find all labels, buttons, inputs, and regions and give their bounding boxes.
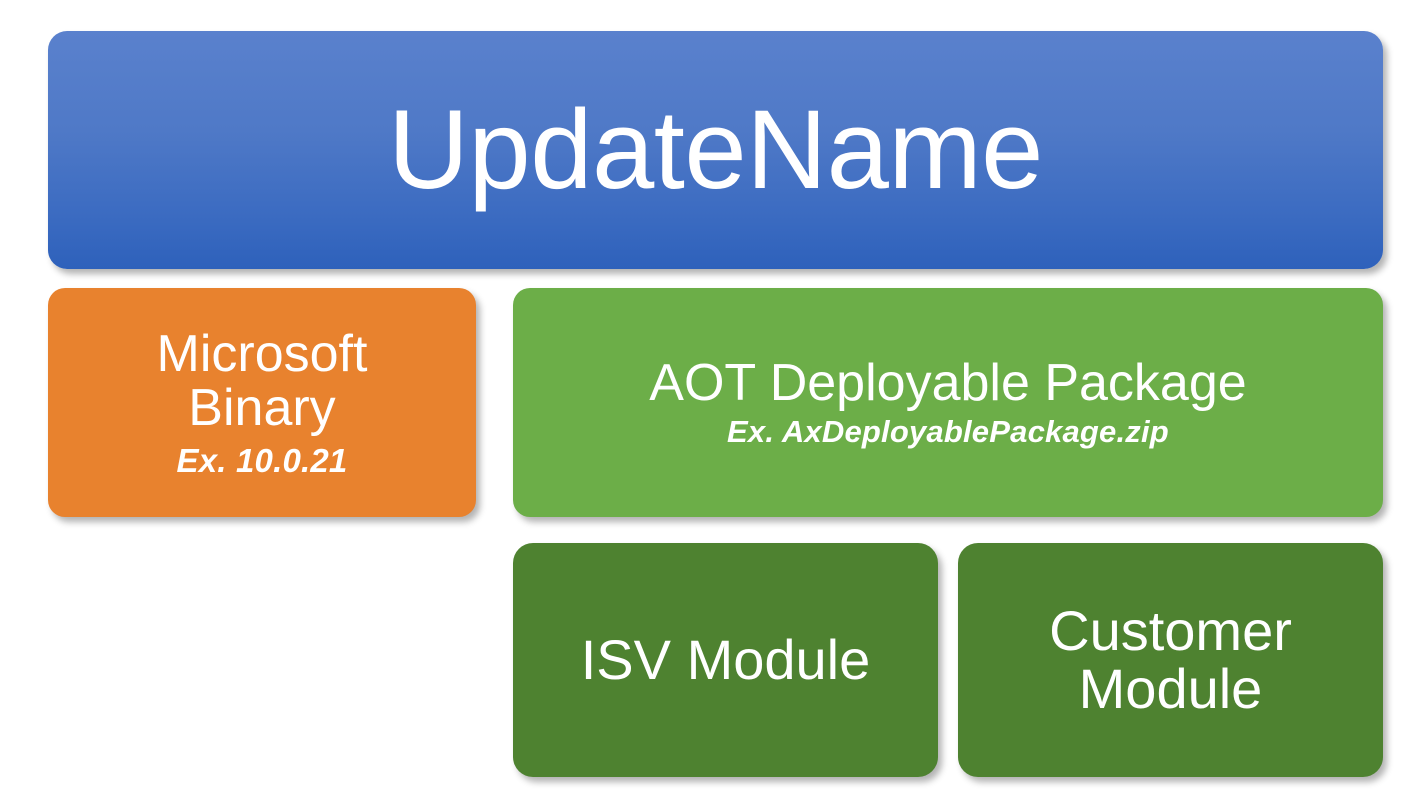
node-isv-module[interactable]: ISV Module — [513, 543, 938, 777]
node-microsoft-binary-label: Microsoft Binary — [156, 324, 368, 437]
node-customer-module-label: Customer Module — [1049, 598, 1292, 720]
node-isv-module-label: ISV Module — [580, 627, 871, 691]
node-aot-deployable-package-example: Ex. AxDeployablePackage.zip — [727, 414, 1169, 450]
node-update-name[interactable]: UpdateName — [48, 31, 1383, 269]
node-customer-module[interactable]: Customer Module — [958, 543, 1383, 777]
node-microsoft-binary[interactable]: Microsoft Binary Ex. 10.0.21 — [48, 288, 476, 517]
node-aot-deployable-package[interactable]: AOT Deployable Package Ex. AxDeployableP… — [513, 288, 1383, 517]
node-update-name-label: UpdateName — [388, 86, 1043, 212]
node-microsoft-binary-example: Ex. 10.0.21 — [176, 441, 348, 479]
node-aot-deployable-package-label: AOT Deployable Package — [649, 354, 1247, 413]
